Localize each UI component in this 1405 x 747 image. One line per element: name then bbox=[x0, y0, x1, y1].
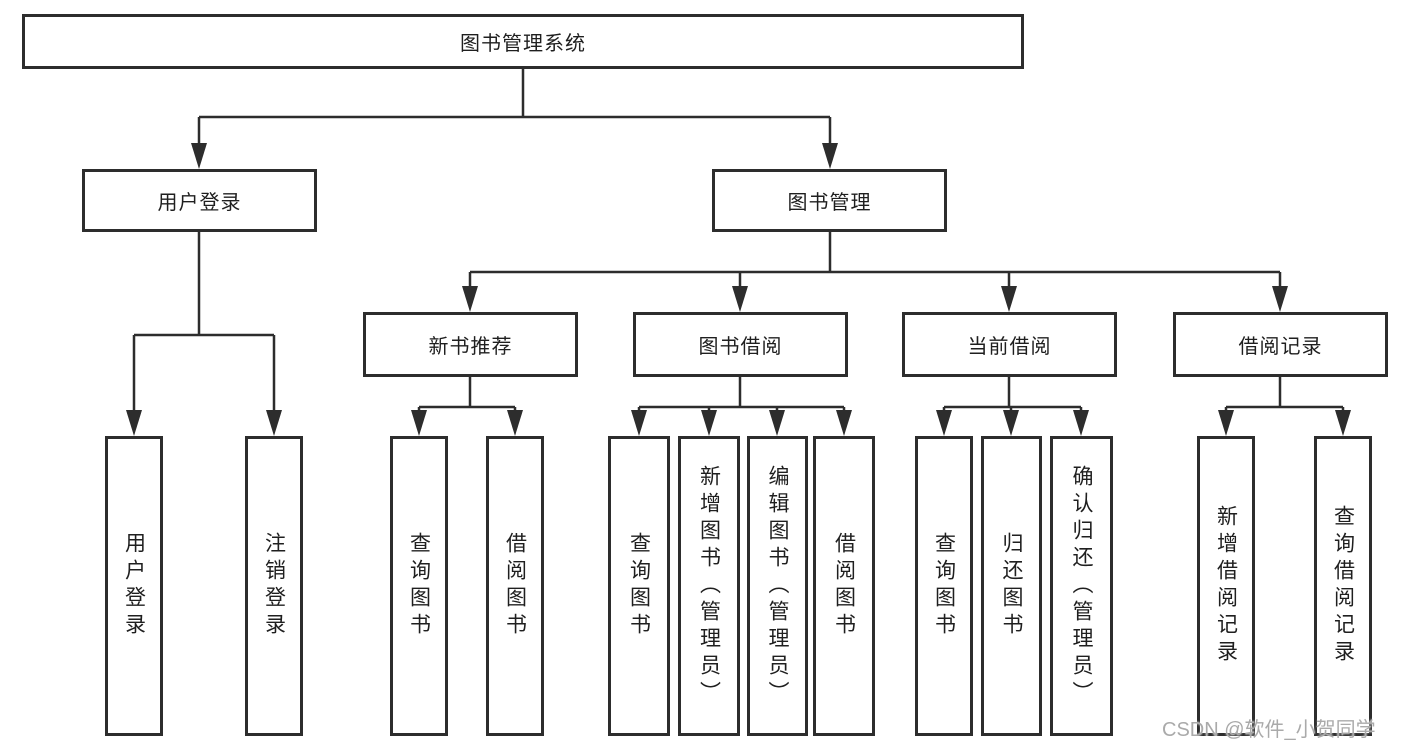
arrowhead-icon bbox=[1003, 410, 1019, 436]
arrowhead-icon bbox=[701, 410, 717, 436]
watermark: CSDN @软件_小贺同学 bbox=[1162, 719, 1376, 741]
node-root: 图书管理系统 bbox=[22, 14, 1024, 69]
leaf-label: 查询借阅记录 bbox=[1331, 505, 1355, 667]
node-current-borrowing: 当前借阅 bbox=[902, 312, 1117, 377]
leaf-edit-book-admin: 编辑图书（管理员） bbox=[747, 436, 808, 736]
leaf-add-borrow-record: 新增借阅记录 bbox=[1197, 436, 1255, 736]
arrowhead-icon bbox=[1272, 286, 1288, 312]
arrowhead-icon bbox=[266, 410, 282, 436]
leaf-label: 查询图书 bbox=[627, 532, 651, 640]
leaf-borrow-books-borrowing: 借阅图书 bbox=[813, 436, 875, 736]
node-user-login: 用户登录 bbox=[82, 169, 317, 232]
leaf-label: 查询图书 bbox=[932, 532, 956, 640]
leaf-query-books-newbooks: 查询图书 bbox=[390, 436, 448, 736]
arrowhead-icon bbox=[822, 143, 838, 169]
leaf-label: 归还图书 bbox=[1000, 532, 1023, 640]
arrowhead-icon bbox=[732, 286, 748, 312]
arrowhead-icon bbox=[936, 410, 952, 436]
arrowhead-icon bbox=[1001, 286, 1017, 312]
leaf-user-login: 用户登录 bbox=[105, 436, 163, 736]
arrowhead-icon bbox=[1335, 410, 1351, 436]
leaf-query-books-borrowing: 查询图书 bbox=[608, 436, 670, 736]
leaf-label: 借阅图书 bbox=[503, 532, 527, 640]
leaf-query-borrow-record: 查询借阅记录 bbox=[1314, 436, 1372, 736]
node-book-borrowing: 图书借阅 bbox=[633, 312, 848, 377]
arrowhead-icon bbox=[631, 410, 647, 436]
leaf-label: 用户登录 bbox=[122, 532, 146, 640]
arrowhead-icon bbox=[836, 410, 852, 436]
leaf-query-books-current: 查询图书 bbox=[915, 436, 973, 736]
leaf-label: 注销登录 bbox=[262, 532, 286, 640]
arrowhead-icon bbox=[769, 410, 785, 436]
node-borrowing-records: 借阅记录 bbox=[1173, 312, 1388, 377]
leaf-confirm-return-admin: 确认归还（管理员） bbox=[1050, 436, 1113, 736]
leaf-label: 新增图书（管理员） bbox=[697, 464, 721, 708]
leaf-add-book-admin: 新增图书（管理员） bbox=[678, 436, 740, 736]
leaf-label: 查询图书 bbox=[407, 532, 431, 640]
leaf-label: 确认归还（管理员） bbox=[1070, 464, 1093, 708]
leaf-label: 借阅图书 bbox=[832, 532, 856, 640]
arrowhead-icon bbox=[1218, 410, 1234, 436]
leaf-return-books: 归还图书 bbox=[981, 436, 1042, 736]
arrowhead-icon bbox=[462, 286, 478, 312]
leaf-label: 编辑图书（管理员） bbox=[766, 464, 789, 708]
arrowhead-icon bbox=[1073, 410, 1089, 436]
arrowhead-icon bbox=[411, 410, 427, 436]
leaf-label: 新增借阅记录 bbox=[1214, 505, 1238, 667]
leaf-logout: 注销登录 bbox=[245, 436, 303, 736]
arrowhead-icon bbox=[507, 410, 523, 436]
arrowhead-icon bbox=[126, 410, 142, 436]
arrowhead-icon bbox=[191, 143, 207, 169]
node-book-management: 图书管理 bbox=[712, 169, 947, 232]
leaf-borrow-books-newbooks: 借阅图书 bbox=[486, 436, 544, 736]
connector-arrowheads bbox=[126, 143, 1351, 436]
node-new-book-recommendation: 新书推荐 bbox=[363, 312, 578, 377]
